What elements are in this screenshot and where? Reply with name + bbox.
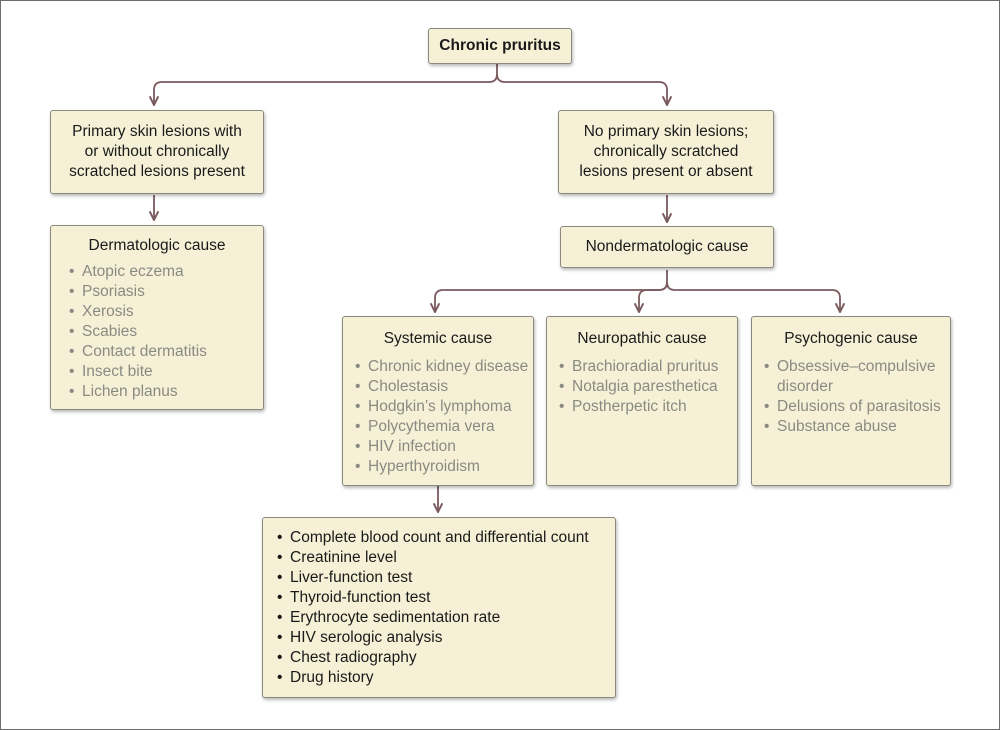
systemic-cause-item: Polycythemia vera [353,417,533,437]
psychogenic-cause-node: Psychogenic cause Obsessive–compulsive d… [751,316,951,486]
systemic-cause-item: HIV infection [353,437,533,457]
psychogenic-cause-list: Obsessive–compulsive disorderDelusions o… [762,357,950,437]
dermatologic-cause-item: Psoriasis [67,282,263,302]
systemic-cause-list: Chronic kidney diseaseCholestasisHodgkin… [353,357,533,477]
psychogenic-cause-item: Delusions of parasitosis [762,397,950,417]
no-primary-skin-lesions-node: No primary skin lesions; chronically scr… [558,110,774,194]
systemic-cause-item: Hodgkin’s lymphoma [353,397,533,417]
workup-item: Chest radiography [275,648,615,668]
connector-nonderm-neuropathic [639,281,668,312]
neuropathic-cause-item: Notalgia paresthetica [557,377,737,397]
connector-root-left [154,64,498,105]
systemic-cause-title: Systemic cause [383,330,493,347]
dermatologic-cause-item: Lichen planus [67,382,263,402]
dermatologic-cause-item: Xerosis [67,302,263,322]
psychogenic-cause-item: Substance abuse [762,417,950,437]
diagnostic-workup-list: Complete blood count and differential co… [275,528,615,688]
dermatologic-cause-item: Insect bite [67,362,263,382]
dermatologic-cause-item: Atopic eczema [67,262,263,282]
systemic-cause-node: Systemic cause Chronic kidney diseaseCho… [342,316,534,486]
connector-nonderm-psychogenic [666,281,840,312]
systemic-cause-item: Chronic kidney disease [353,357,533,377]
chronic-pruritus-node: Chronic pruritus [428,28,572,64]
dermatologic-cause-item: Contact dermatitis [67,342,263,362]
neuropathic-cause-item: Postherpetic itch [557,397,737,417]
neuropathic-cause-item: Brachioradial pruritus [557,357,737,377]
neuropathic-cause-node: Neuropathic cause Brachioradial pruritus… [546,316,738,486]
chronic-pruritus-label: Chronic pruritus [439,37,561,54]
primary-skin-lesions-node: Primary skin lesions with or without chr… [50,110,264,194]
diagnostic-workup-node: Complete blood count and differential co… [262,517,616,698]
nondermatologic-cause-label: Nondermatologic cause [585,238,749,255]
connector-root-right [496,73,667,105]
systemic-cause-item: Hyperthyroidism [353,457,533,477]
neuropathic-cause-list: Brachioradial pruritusNotalgia paresthet… [557,357,737,417]
dermatologic-cause-title: Dermatologic cause [88,237,226,254]
workup-item: Creatinine level [275,548,615,568]
nondermatologic-cause-node: Nondermatologic cause [560,226,774,268]
workup-item: Thyroid-function test [275,588,615,608]
neuropathic-cause-title: Neuropathic cause [577,330,707,347]
workup-item: Drug history [275,668,615,688]
systemic-cause-item: Cholestasis [353,377,533,397]
no-primary-skin-lesions-label: No primary skin lesions; chronically scr… [579,123,753,180]
workup-item: Liver-function test [275,568,615,588]
workup-item: Erythrocyte sedimentation rate [275,608,615,628]
workup-item: Complete blood count and differential co… [275,528,615,548]
connector-nonderm-systemic [435,270,668,312]
dermatologic-cause-list: Atopic eczemaPsoriasisXerosisScabiesCont… [67,262,263,402]
dermatologic-cause-node: Dermatologic cause Atopic eczemaPsoriasi… [50,225,264,410]
psychogenic-cause-title: Psychogenic cause [784,330,918,347]
primary-skin-lesions-label: Primary skin lesions with or without chr… [69,123,245,180]
dermatologic-cause-item: Scabies [67,322,263,342]
psychogenic-cause-item: Obsessive–compulsive disorder [762,357,950,397]
workup-item: HIV serologic analysis [275,628,615,648]
